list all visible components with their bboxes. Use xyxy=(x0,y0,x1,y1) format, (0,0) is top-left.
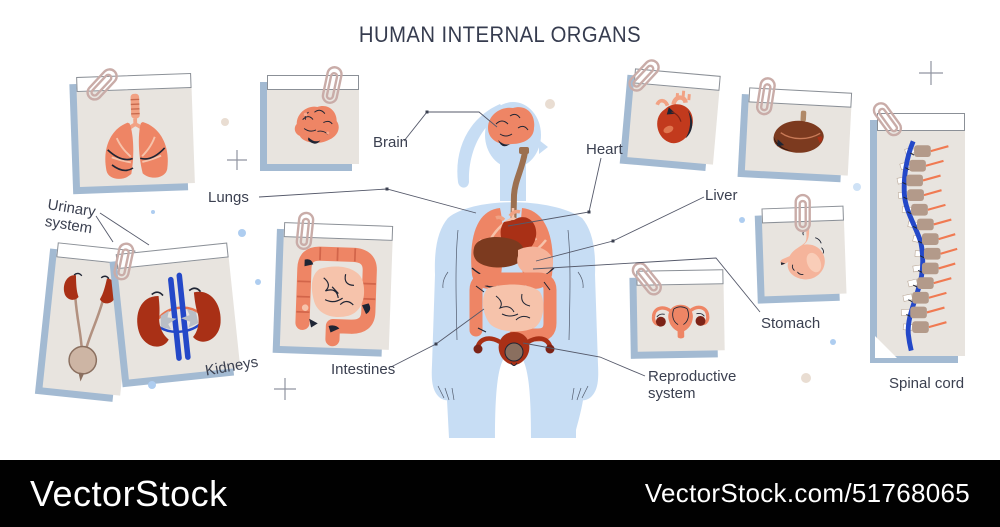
urinary-system-label: Urinary system xyxy=(43,196,97,238)
paperclip-icon xyxy=(749,71,783,124)
reproductive-system-label: Reproductive system xyxy=(648,368,737,403)
brain-card xyxy=(267,66,359,164)
spinal-cord-art xyxy=(877,131,965,356)
reproductive-system-card xyxy=(631,262,725,352)
stomach-art xyxy=(762,221,846,297)
lungs-label: Lungs xyxy=(208,189,249,206)
watermark-brand: VectorStock xyxy=(30,472,228,514)
intestines-label: Intestines xyxy=(331,361,396,378)
paperclip-icon xyxy=(314,59,350,113)
kidneys-card xyxy=(113,242,241,380)
stomach-card xyxy=(761,193,847,297)
lungs-art xyxy=(77,88,195,187)
paperclip-icon xyxy=(289,206,320,258)
heart-label: Heart xyxy=(586,141,623,158)
heart-card xyxy=(627,59,721,165)
stomach-label: Stomach xyxy=(761,315,821,332)
spinal-cord-label: Spinal cord xyxy=(889,375,965,392)
card-header-strip xyxy=(877,113,965,131)
paperclip-icon xyxy=(75,58,128,112)
urinary-system-art xyxy=(43,257,134,395)
intestines-art xyxy=(280,237,393,350)
liver-label: Liver xyxy=(705,187,738,204)
heart-art xyxy=(627,83,719,164)
paperclip-icon xyxy=(863,92,913,148)
liver-card xyxy=(744,77,853,176)
intestines-card xyxy=(279,211,394,350)
brain-label: Brain xyxy=(373,134,409,151)
urinary-system-card xyxy=(42,242,136,396)
human-figure xyxy=(431,102,599,438)
watermark-credit: VectorStock.com/51768065 xyxy=(644,478,970,508)
watermark-bar: VectorStock VectorStock.com/51768065 xyxy=(0,460,1000,527)
liver-art xyxy=(745,102,851,175)
page-title: HUMAN INTERNAL ORGANS xyxy=(358,22,642,47)
paperclip-icon xyxy=(617,49,670,103)
spinal-cord-card xyxy=(872,102,965,358)
lungs-card xyxy=(76,68,195,187)
kidneys-art xyxy=(117,257,240,379)
paperclip-icon xyxy=(790,189,816,239)
brain-art xyxy=(267,90,359,164)
